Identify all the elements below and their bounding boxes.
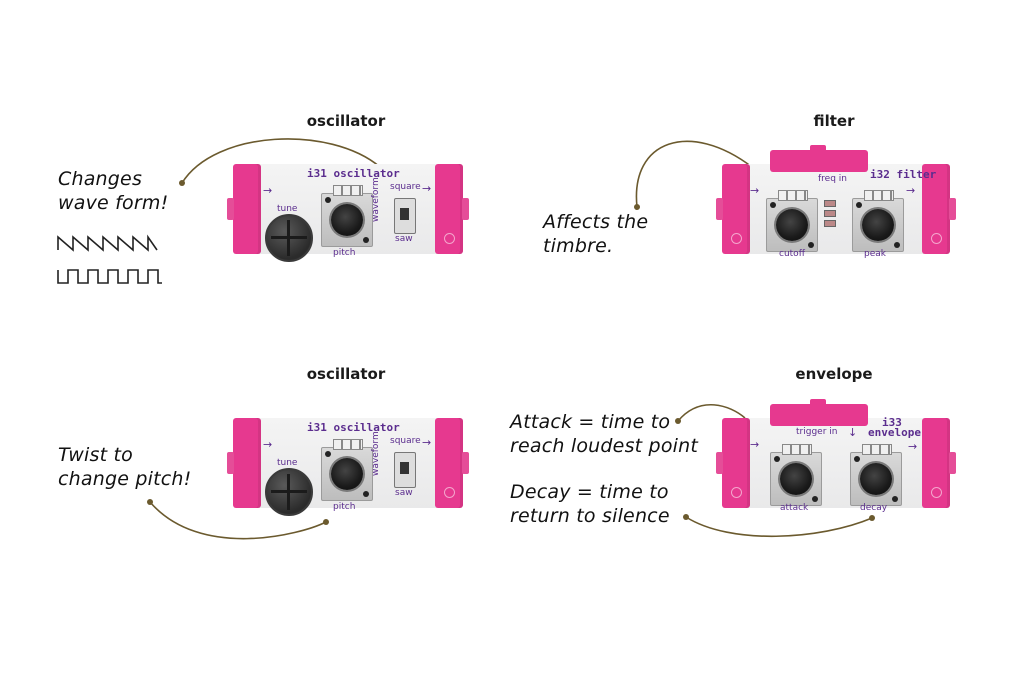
connector-dot <box>869 515 875 521</box>
connector-dot <box>675 418 681 424</box>
top-connector <box>770 145 868 172</box>
output-arrow-icon: → <box>906 184 916 197</box>
annotation-filter: Affects the timbre. <box>543 210 648 258</box>
annotation-line: Changes <box>58 168 143 190</box>
pitch-label: pitch <box>333 502 356 512</box>
module-right-connector <box>922 164 956 254</box>
connector-line-pitch <box>149 501 327 540</box>
tune-label: tune <box>277 458 298 468</box>
pitch-knob[interactable] <box>321 439 373 501</box>
annotation-line: change pitch! <box>58 468 192 490</box>
waveform-label: waveform <box>371 431 381 476</box>
tune-trimmer-knob[interactable] <box>265 214 313 262</box>
waveform-icons <box>57 234 162 284</box>
connector-line-waveform <box>181 138 381 184</box>
screw-icon <box>731 487 742 498</box>
tune-label: tune <box>277 204 298 214</box>
screw-icon <box>444 487 455 498</box>
module-right-connector <box>435 164 469 254</box>
module-left-connector <box>716 418 750 508</box>
input-arrow-icon: → <box>750 184 760 197</box>
input-arrow-icon: → <box>263 438 273 451</box>
screw-icon <box>444 233 455 244</box>
output-arrow-icon: → <box>422 182 432 195</box>
envelope-module: trigger in ↓ i33 envelope → → attack dec… <box>716 399 956 513</box>
panel-title-oscillator-2: oscillator <box>306 365 386 383</box>
decay-label: decay <box>860 503 888 513</box>
module-left-connector <box>227 164 261 254</box>
output-arrow-icon: → <box>908 440 918 453</box>
module-number: i33 <box>882 416 902 429</box>
cutoff-label: cutoff <box>779 249 805 259</box>
waveform-switch[interactable] <box>394 452 416 488</box>
decay-knob[interactable] <box>850 444 902 506</box>
pitch-label: pitch <box>333 248 356 258</box>
trigger-down-arrow-icon: ↓ <box>848 426 858 439</box>
peak-knob[interactable] <box>852 190 904 252</box>
input-arrow-icon: → <box>750 438 760 451</box>
module-left-connector <box>716 164 750 254</box>
screw-icon <box>731 233 742 244</box>
annotation-line: Affects the <box>543 211 649 233</box>
panel-title-filter: filter <box>813 112 855 130</box>
screw-icon <box>931 487 942 498</box>
connector-line-attack <box>677 404 746 422</box>
oscillator-module-1: i31 oscillator → tune pitch waveform squ… <box>227 160 469 262</box>
square-label: square <box>390 182 421 192</box>
connector-dot <box>634 204 640 210</box>
module-name: i32 filter <box>870 168 937 181</box>
screw-icon <box>931 233 942 244</box>
filter-module: freq in i32 filter → → cutoff peak <box>716 145 956 259</box>
square-wave-icon <box>57 269 162 284</box>
annotation-line: reach loudest point <box>510 435 699 457</box>
annotation-pitch: Twist to change pitch! <box>58 443 191 491</box>
leds <box>824 200 836 230</box>
module-name: i31 oscillator <box>307 421 400 434</box>
pitch-knob[interactable] <box>321 185 373 247</box>
annotation-line: Attack = time to <box>510 411 671 433</box>
module-right-connector <box>435 418 469 508</box>
connector-dot <box>179 180 185 186</box>
input-arrow-icon: → <box>263 184 273 197</box>
connector-dot <box>683 514 689 520</box>
connector-line-filter <box>635 140 753 208</box>
oscillator-module-2: i31 oscillator → tune pitch waveform squ… <box>227 414 469 516</box>
annotation-decay: Decay = time to return to silence <box>510 480 670 528</box>
attack-label: attack <box>780 503 809 513</box>
annotation-line: Twist to <box>58 444 133 466</box>
module-name: i31 oscillator <box>307 167 400 180</box>
panel-title-oscillator-1: oscillator <box>306 112 386 130</box>
annotation-line: wave form! <box>58 192 169 214</box>
connector-line-decay <box>685 516 873 538</box>
annotation-attack: Attack = time to reach loudest point <box>510 410 698 458</box>
waveform-switch[interactable] <box>394 198 416 234</box>
waveform-label: waveform <box>371 177 381 222</box>
connector-dot <box>323 519 329 525</box>
module-right-connector <box>922 418 956 508</box>
annotation-line: return to silence <box>510 505 670 527</box>
annotation-waveform: Changes wave form! <box>58 167 168 215</box>
attack-knob[interactable] <box>770 444 822 506</box>
freq-in-label: freq in <box>818 174 847 184</box>
output-arrow-icon: → <box>422 436 432 449</box>
trigger-in-label: trigger in <box>796 427 838 437</box>
sawtooth-wave-icon <box>57 234 158 252</box>
panel-title-envelope: envelope <box>795 365 873 383</box>
tune-trimmer-knob[interactable] <box>265 468 313 516</box>
peak-label: peak <box>864 249 886 259</box>
annotation-line: Decay = time to <box>510 481 669 503</box>
annotation-line: timbre. <box>543 235 614 257</box>
saw-label: saw <box>395 234 413 244</box>
cutoff-knob[interactable] <box>766 190 818 252</box>
saw-label: saw <box>395 488 413 498</box>
square-label: square <box>390 436 421 446</box>
module-name: envelope <box>868 426 921 439</box>
module-left-connector <box>227 418 261 508</box>
top-connector <box>770 399 868 426</box>
connector-dot <box>147 499 153 505</box>
